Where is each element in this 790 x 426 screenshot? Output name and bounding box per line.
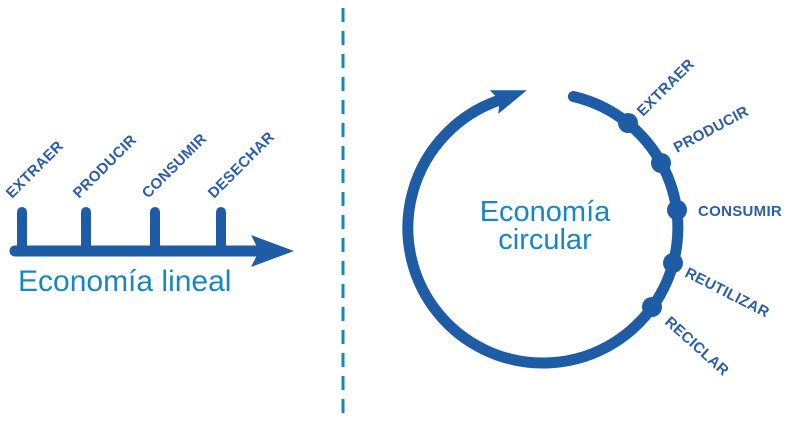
circular-step-label-producir: PRODUCIR xyxy=(671,103,752,157)
linear-step-label-consumir: CONSUMIR xyxy=(139,130,210,201)
linear-step-label-extraer: EXTRAER xyxy=(3,138,67,202)
circular-step-label-reciclar: RECICLAR xyxy=(661,313,732,379)
circular-arrow-arrowhead-icon xyxy=(489,90,527,114)
circular-step-dot-consumir xyxy=(667,200,687,220)
circular-step-label-consumir: CONSUMIR xyxy=(698,203,782,220)
circular-economy-title-line2: circular xyxy=(498,224,592,256)
circular-economy-title-line1: Economía xyxy=(480,196,611,228)
circular-step-dot-extraer xyxy=(618,113,638,133)
linear-timeline-arrowhead-icon xyxy=(251,235,294,267)
circular-economy-diagram: EXTRAER PRODUCIR CONSUMIR REUTILIZAR REC… xyxy=(402,56,782,379)
circular-step-label-extraer: EXTRAER xyxy=(634,56,698,120)
linear-step-label-producir: PRODUCIR xyxy=(70,132,140,202)
circular-step-label-reutilizar: REUTILIZAR xyxy=(682,264,772,321)
circular-step-dot-producir xyxy=(651,153,671,173)
circular-step-dot-reutilizar xyxy=(663,253,683,273)
linear-economy-title: Economía lineal xyxy=(18,265,231,298)
linear-step-label-desechar: DESECHAR xyxy=(205,129,278,202)
circular-step-dot-reciclar xyxy=(642,297,662,317)
linear-economy-diagram: EXTRAER PRODUCIR CONSUMIR DESECHAR Econo… xyxy=(3,129,294,298)
